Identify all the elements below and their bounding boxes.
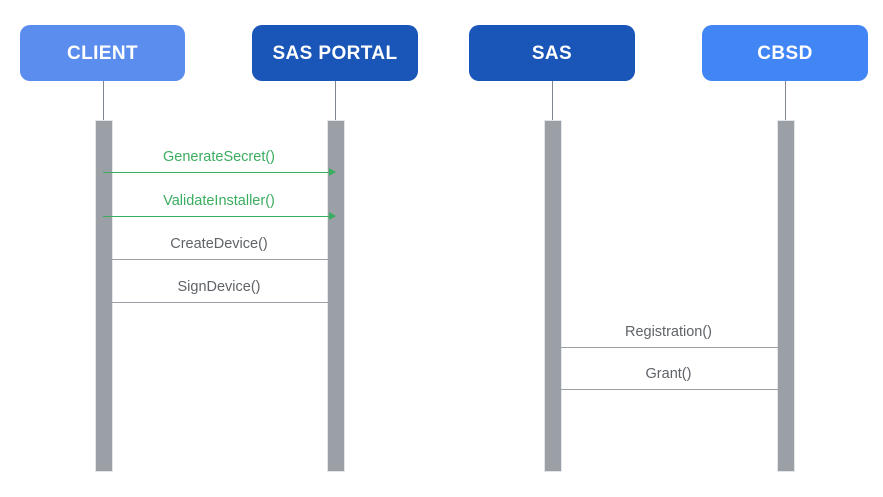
message-label: Registration() [624, 324, 713, 341]
message-line [552, 389, 785, 390]
message-label: SignDevice() [177, 279, 261, 296]
participant-label: CBSD [757, 42, 813, 64]
activation-bar-cbsd [777, 120, 795, 472]
activation-bar-sas [544, 120, 562, 472]
message-line [103, 216, 335, 217]
message-line [103, 259, 335, 260]
lifeline-sas [552, 81, 553, 120]
lifeline-client [103, 81, 104, 120]
arrowhead-icon [551, 343, 558, 351]
message-label: ValidateInstaller() [163, 193, 275, 210]
participant-sas-portal[interactable]: SAS PORTAL [252, 25, 418, 81]
participant-label: SAS [531, 42, 573, 64]
activation-bar-client [95, 120, 113, 472]
participant-label: SAS PORTAL [272, 42, 398, 64]
message-line [103, 302, 335, 303]
lifeline-sas-portal [335, 81, 336, 120]
message-label: GenerateSecret() [162, 149, 276, 166]
participant-label: CLIENT [66, 42, 138, 64]
message-line [552, 347, 785, 348]
participant-sas[interactable]: SAS [469, 25, 635, 81]
message-label: CreateDevice() [170, 236, 268, 253]
message-line [103, 172, 335, 173]
arrowhead-icon [329, 298, 336, 306]
participant-cbsd[interactable]: CBSD [702, 25, 868, 81]
arrowhead-icon [329, 168, 336, 176]
arrowhead-icon [329, 212, 336, 220]
message-label: Grant() [645, 366, 692, 383]
arrowhead-icon [329, 255, 336, 263]
participant-client[interactable]: CLIENT [20, 25, 185, 81]
lifeline-cbsd [785, 81, 786, 120]
activation-bar-sas-portal [327, 120, 345, 472]
arrowhead-icon [551, 385, 558, 393]
